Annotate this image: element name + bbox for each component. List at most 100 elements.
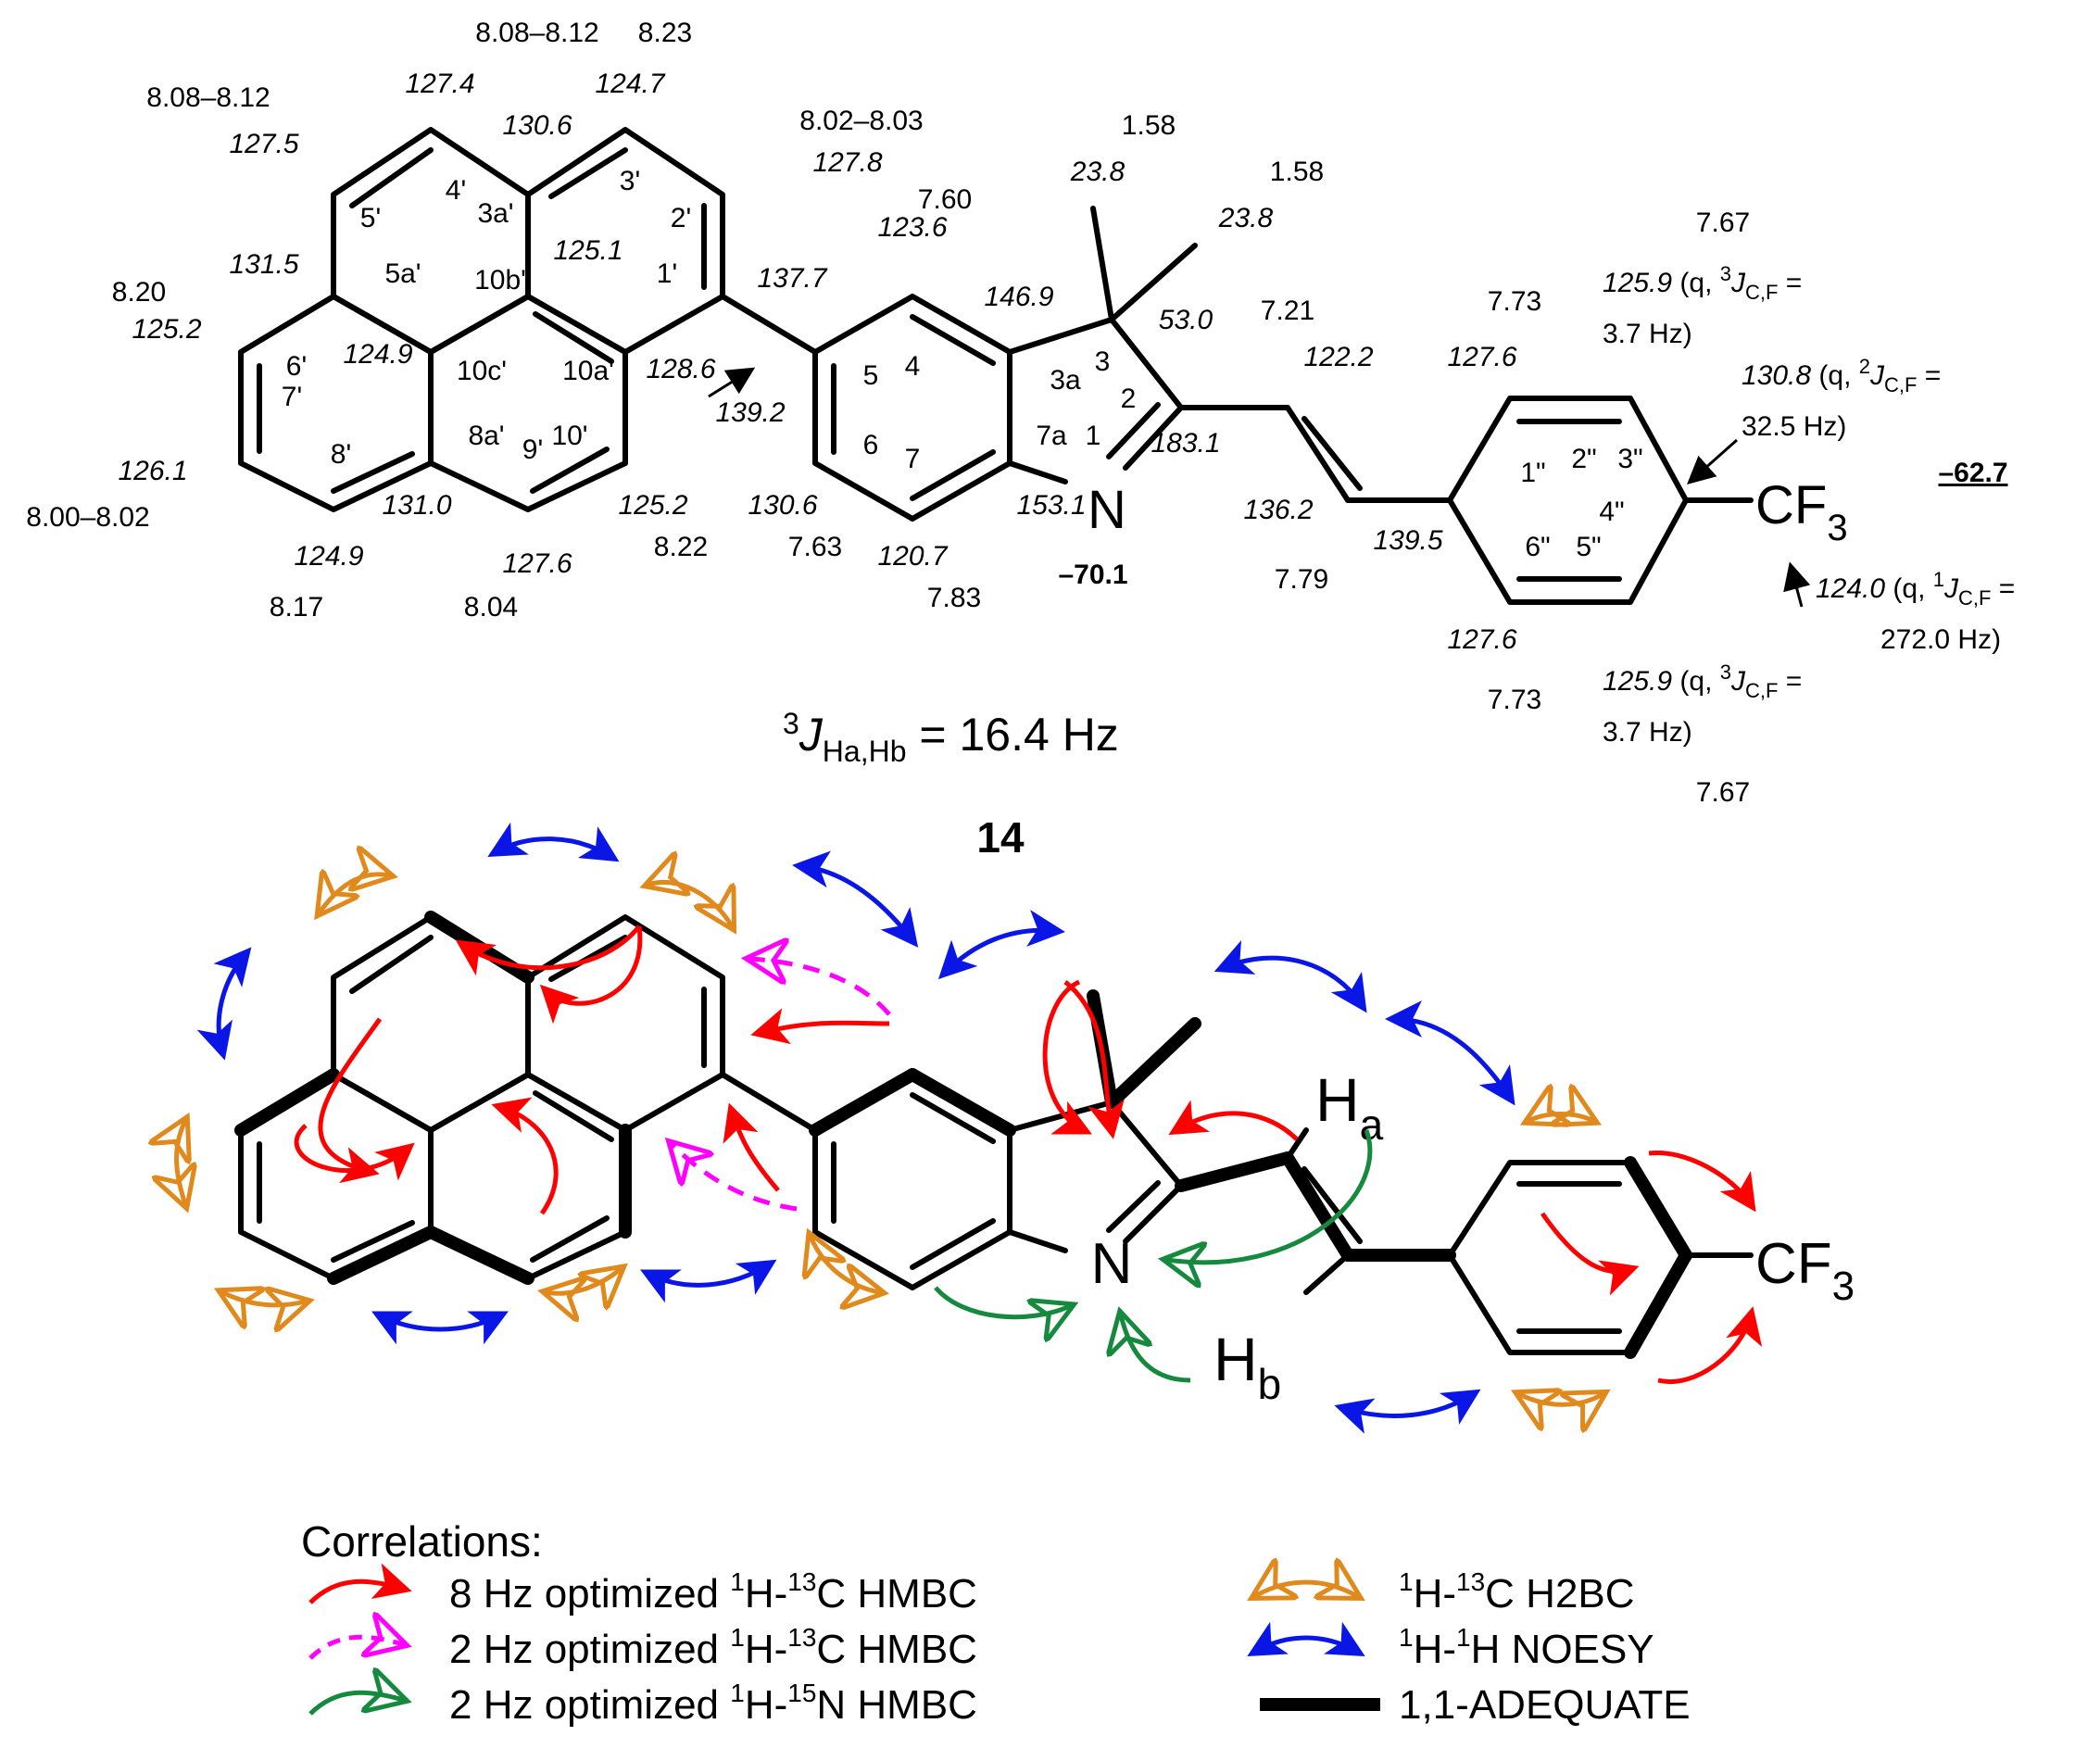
proton-shift-5: 1.58: [1270, 157, 1324, 187]
atom-number-23: 7: [905, 444, 921, 474]
atom-number-18: 3: [1095, 346, 1111, 377]
legend: Correlations: 8 Hz optimized 1H-13C HMBC…: [301, 1517, 1691, 1728]
atom-number-30: 6": [1525, 532, 1550, 562]
cf-coupling-3: 125.9 (q, 3JC,F =: [1603, 660, 1802, 702]
carbon-shift-23: 130.6: [748, 490, 817, 521]
atom-number-12: 10': [551, 421, 587, 451]
carbon-shift-3: 124.7: [595, 69, 665, 99]
atom-number-8: 7': [282, 382, 302, 412]
cf-coupling-2: 124.0 (q, 1JC,F =: [1816, 568, 2015, 610]
atom-number-10: 8a': [468, 421, 504, 451]
biaryl-bond: [720, 294, 818, 355]
atom-number-2: 3': [620, 166, 640, 196]
proton-shift-16: 7.73: [1488, 286, 1541, 317]
atom-number-29: 5": [1576, 532, 1601, 562]
cf-coupling-value-1: 32.5 Hz): [1742, 411, 1846, 442]
proton-shift-3: 8.02–8.03: [799, 106, 923, 136]
carbon-shift-20: 126.1: [118, 456, 187, 486]
cf-coupling-value-0: 3.7 Hz): [1603, 319, 1692, 349]
aryl-ring: [1447, 396, 1689, 605]
carbon-shift-25: 136.2: [1243, 495, 1313, 525]
atom-number-15: 10c': [457, 356, 507, 386]
carbon-shift-10: 123.6: [877, 212, 947, 243]
atom-number-28: 4": [1599, 497, 1624, 527]
atom-number-20: 4: [905, 351, 921, 382]
legend-label-4: 1H-1H NOESY: [1399, 1623, 1654, 1672]
carbon-shift-9: 137.7: [757, 263, 827, 294]
carbon-shift-17: 128.6: [646, 354, 715, 384]
carbon-shift-8: 125.1: [553, 235, 622, 266]
noesy-arrows: [196, 822, 1515, 1434]
atom-number-21: 5: [863, 360, 879, 391]
n15-hmbc-arrows: [934, 1129, 1373, 1383]
cf-coupling-0: 125.9 (q, 3JC,F =: [1603, 262, 1802, 304]
cf-coupling-labels: 125.9 (q, 3JC,F = 3.7 Hz) 130.8 (q, 2JC,F …: [1603, 262, 2015, 748]
pyrene-ring-d: [238, 294, 434, 512]
carbon-shift-2: 130.6: [502, 110, 572, 141]
n15-shift: –70.1: [1058, 560, 1127, 590]
carbon-shift-13: 122.2: [1303, 342, 1373, 372]
carbon-shift-30: 127.6: [1447, 624, 1516, 655]
legend-label-5: 1,1-ADEQUATE: [1399, 1682, 1691, 1728]
proton-shift-6: 7.60: [918, 184, 972, 215]
pyrene-ring-c: [428, 294, 628, 512]
atom-number-25: 1": [1520, 458, 1545, 488]
hmbc-8hz-arrows: [294, 925, 1763, 1384]
proton-shift-12: 7.63: [788, 532, 842, 562]
proton-shift-1: 8.08–8.12: [475, 18, 598, 48]
cf-coupling-value-3: 3.7 Hz): [1603, 717, 1692, 748]
carbon-shift-24: 153.1: [1016, 490, 1086, 521]
legend-label-0: 8 Hz optimized 1H-13C HMBC: [449, 1567, 977, 1616]
atom-number-26: 2": [1571, 444, 1596, 474]
correlation-atom-labels: N Ha Hb CF3: [1091, 1065, 1855, 1408]
atom-number-labels: 1'2'3'3a'4'5'5a'6'7'8'8a'9'10'10a'10b'10…: [282, 166, 1643, 562]
proton-shift-8: 8.00–8.02: [26, 502, 149, 533]
proton-shift-13: 7.83: [927, 583, 981, 613]
pyrene-ring-a: [331, 127, 531, 355]
legend-label-3: 1H-13C H2BC: [1399, 1567, 1635, 1616]
hmbc-2hz-arrows: [672, 959, 891, 1212]
carbon-shift-4: 127.8: [812, 147, 882, 178]
h2bc-arrows: [177, 874, 1603, 1404]
proton-shift-4: 1.58: [1122, 110, 1176, 141]
carbon-shift-28: 127.6: [502, 548, 572, 579]
carbon-shift-15: 125.2: [132, 314, 201, 345]
cf3-label: CF3: [1755, 475, 1848, 548]
legend-swatch-0: [308, 1563, 412, 1604]
legend-swatch-1: [308, 1637, 403, 1658]
carbon-shift-21: 131.0: [382, 490, 451, 521]
legend-swatch-3: [1255, 1582, 1357, 1596]
cf-coupling-value-2: 272.0 Hz): [1880, 624, 2001, 655]
atom-number-5: 5': [360, 203, 381, 233]
carbon-shift-18: 139.2: [715, 397, 785, 428]
carbon-shift-1: 127.4: [405, 69, 474, 99]
top-atom-labels: N CF3: [1088, 475, 1848, 548]
cf-coupling-1: 130.8 (q, 2JC,F =: [1742, 355, 1941, 396]
carbon-shift-5: 23.8: [1070, 157, 1125, 187]
nitrogen-label: N: [1088, 480, 1126, 540]
atom-number-22: 6: [863, 430, 879, 460]
diagram-nitrogen-label: N: [1091, 1232, 1133, 1296]
legend-swatch-2: [308, 1692, 403, 1714]
proton-shift-19: 7.67: [1696, 777, 1750, 808]
atom-number-24: 7a: [1036, 421, 1067, 451]
carbon-shift-11: 146.9: [984, 282, 1053, 312]
carbon-shift-16: 124.9: [343, 339, 412, 370]
atom-number-9: 8': [331, 439, 351, 470]
proton-shift-10: 8.04: [464, 592, 518, 623]
proton-shift-11: 8.22: [654, 532, 708, 562]
f19-shift: –62.7: [1938, 458, 2007, 488]
atom-number-13: 10a': [562, 356, 614, 386]
legend-title: Correlations:: [301, 1517, 543, 1566]
carbon-shift-29: 120.7: [877, 541, 948, 572]
correlation-structure: [238, 914, 1754, 1355]
carbon-shift-12: 53.0: [1159, 305, 1213, 335]
atom-number-19: 3a: [1050, 365, 1081, 396]
atom-number-7: 6': [286, 351, 307, 382]
carbon-shift-27: 124.9: [294, 541, 363, 572]
atom-number-4: 4': [446, 175, 466, 206]
atom-number-1: 2': [671, 203, 691, 233]
